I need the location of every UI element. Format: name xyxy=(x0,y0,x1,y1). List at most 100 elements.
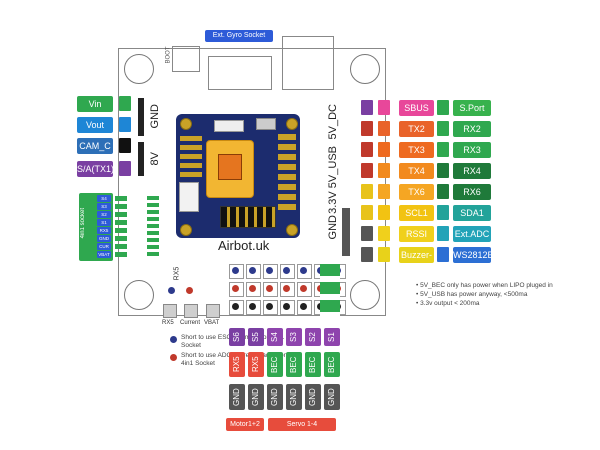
right-label-right: RX3 xyxy=(453,142,491,158)
right-pad-c xyxy=(437,100,449,115)
right-pad-a xyxy=(361,205,373,220)
right-pad-b xyxy=(378,247,390,262)
servo-gnd-label: GND xyxy=(305,384,321,410)
fc-pads-right xyxy=(278,134,296,214)
right-gnd-bar xyxy=(342,208,350,256)
servo-mid-label: BEC xyxy=(267,352,283,377)
pin-dot xyxy=(300,285,307,292)
fourinone-item: GND xyxy=(97,235,111,242)
fourinone-title: 4in1 socket xyxy=(80,208,86,239)
servo-gnd-label: GND xyxy=(229,384,245,410)
fc-hole-tr xyxy=(286,118,298,130)
fourinone-pin xyxy=(115,236,127,241)
usb-outline xyxy=(282,36,334,90)
servo-mid-label: BEC xyxy=(286,352,302,377)
legend-dot-red xyxy=(170,354,177,361)
right-pad-a xyxy=(361,184,373,199)
fourinone-pin xyxy=(115,212,127,217)
pin-dot xyxy=(283,303,290,310)
right-pad-b xyxy=(378,205,390,220)
left-label-vout: Vout xyxy=(77,117,113,133)
servo-top-label: S6 xyxy=(229,328,245,346)
board-outline xyxy=(118,48,386,316)
fourinone-pin xyxy=(115,252,127,257)
fc-hole-br xyxy=(286,224,298,236)
servo-top-label: S3 xyxy=(286,328,302,346)
fc-osd-cube xyxy=(206,140,254,198)
pin-dot xyxy=(249,267,256,274)
pin-dot xyxy=(266,303,273,310)
legend-dot-blue xyxy=(170,336,177,343)
servo-gnd-label: GND xyxy=(324,384,340,410)
left-label-cam-c: CAM_C xyxy=(77,138,113,154)
right-label-right: WS2812B xyxy=(453,247,491,263)
pin-dot xyxy=(232,267,239,274)
boot-outline xyxy=(172,46,200,72)
left-square-vin xyxy=(119,96,131,111)
fourinone-pin xyxy=(115,244,127,249)
right-pad-b xyxy=(378,121,390,136)
right-pad-a xyxy=(361,163,373,178)
servo-gnd-label: GND xyxy=(248,384,264,410)
pin-dot xyxy=(300,303,307,310)
right-pad-a xyxy=(361,142,373,157)
right-pad-c xyxy=(437,184,449,199)
left-vtext-8v: 8V xyxy=(149,152,161,166)
right-label-left: TX4 xyxy=(399,163,434,179)
solder-label-rx5: RX5 xyxy=(162,320,174,326)
solder-label-vbat: VBAT xyxy=(204,320,220,326)
right-label-right: Ext.ADC xyxy=(453,226,491,242)
right-vtext-gnd: GND xyxy=(327,215,339,240)
board-watermark: Airbot.uk xyxy=(218,238,270,253)
right-label-left: Buzzer- xyxy=(399,247,434,263)
right-pad-b xyxy=(378,226,390,241)
right-label-left: SCL1 xyxy=(399,205,434,221)
fc-hole-tl xyxy=(180,118,192,130)
right-label-right: S.Port xyxy=(453,100,491,116)
rx5-side-label: RX5 xyxy=(173,266,181,281)
fourinone-pin xyxy=(115,196,127,201)
servo-mid-label: BEC xyxy=(324,352,340,377)
pin-dot xyxy=(249,285,256,292)
fourinone-item: S4 xyxy=(97,195,111,202)
right-pad-a xyxy=(361,247,373,262)
right-pad-b xyxy=(378,184,390,199)
pin-grid-strip xyxy=(320,264,340,318)
pin-dot xyxy=(232,285,239,292)
solder-pad-vbat xyxy=(206,304,220,318)
left-square-cam xyxy=(119,138,131,153)
fourinone-item: S1 xyxy=(97,219,111,226)
ext-gyro-socket-label: Ext. Gyro Socket xyxy=(205,30,273,42)
right-label-right: RX2 xyxy=(453,121,491,137)
right-pad-a xyxy=(361,100,373,115)
mount-hole-tr xyxy=(350,54,380,84)
servo-top-label: S1 xyxy=(324,328,340,346)
right-label-right: SDA1 xyxy=(453,205,491,221)
servo-top-label: S2 xyxy=(305,328,321,346)
solder-label-current: Current xyxy=(180,320,201,326)
pin-dot xyxy=(266,285,273,292)
pin-dot xyxy=(232,303,239,310)
fourinone-item: VBAT xyxy=(97,251,111,258)
solder-pad-rx5 xyxy=(163,304,177,318)
left-label-sa-tx1: S/A(TX1) xyxy=(77,161,113,177)
servo-gnd-label: GND xyxy=(286,384,302,410)
group-label-servo: Servo 1-4 xyxy=(268,418,336,431)
fourinone-item: CUR xyxy=(97,243,111,250)
pin-dot xyxy=(266,267,273,274)
fourinone-pin xyxy=(115,228,127,233)
right-label-left: RSSI xyxy=(399,226,434,242)
fourinone-item: S2 xyxy=(97,211,111,218)
rx5-pad-blue xyxy=(168,287,175,294)
servo-mid-label: RX5 xyxy=(229,352,245,377)
boot-label: BOOT xyxy=(165,46,172,64)
right-pad-b xyxy=(378,100,390,115)
servo-mid-label: RX5 xyxy=(248,352,264,377)
fourinone-pin-block xyxy=(147,196,159,256)
servo-gnd-label: GND xyxy=(267,384,283,410)
fourinone-pin xyxy=(115,220,127,225)
rx5-pad-red xyxy=(186,287,193,294)
left-square-sa xyxy=(119,161,131,176)
note-3: • 3.3v output < 200ma xyxy=(416,300,480,307)
